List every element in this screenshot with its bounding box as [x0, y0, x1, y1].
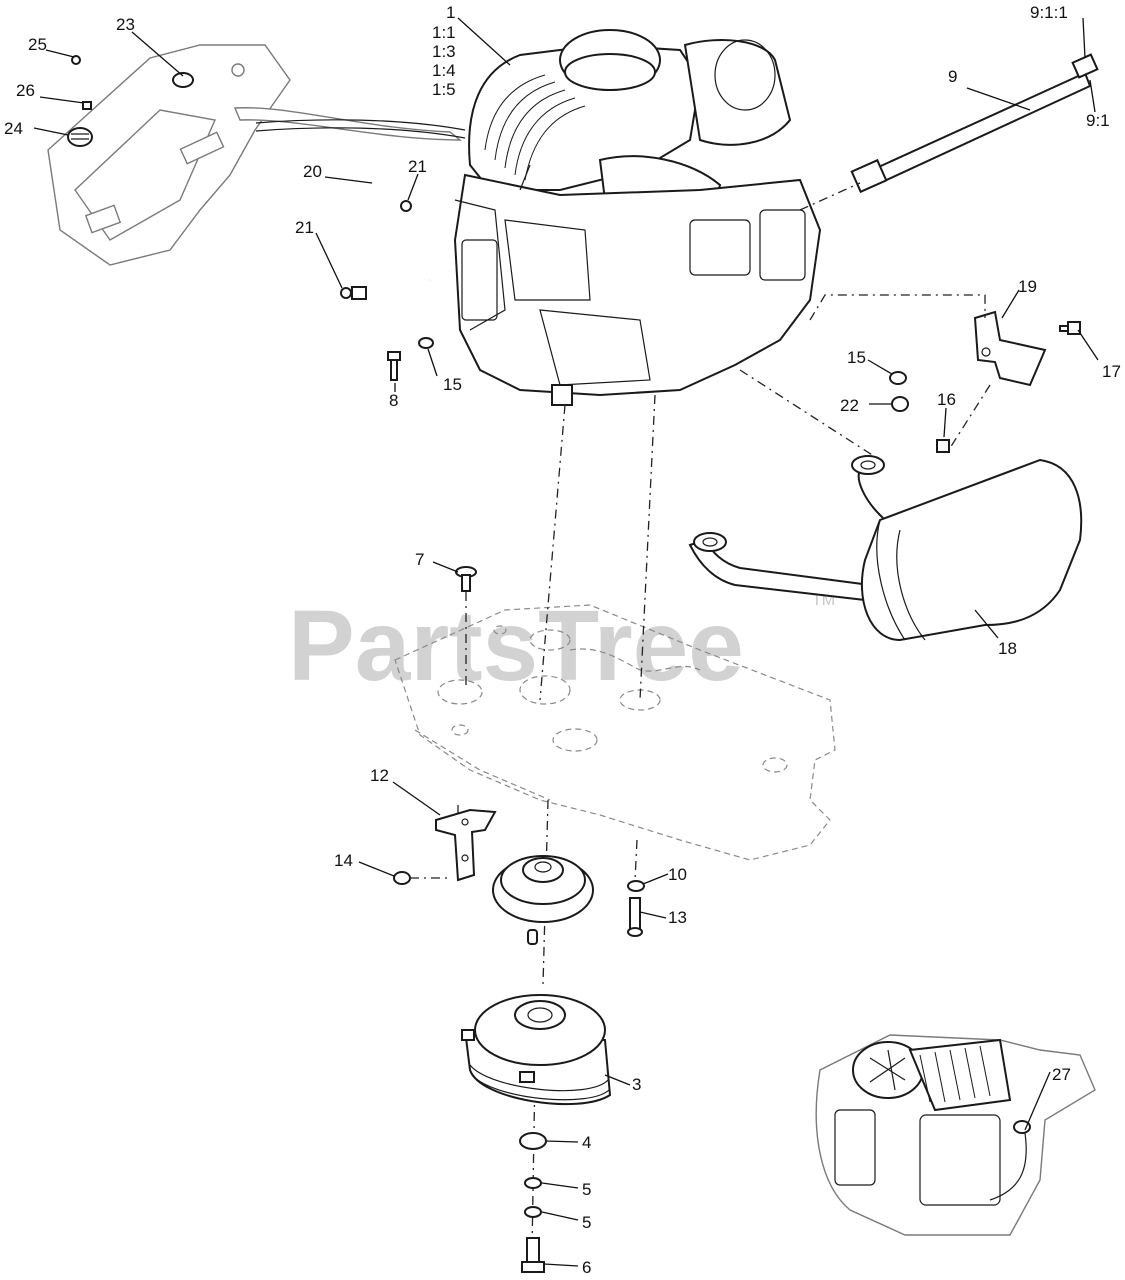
label-14: 14 — [334, 851, 353, 870]
label-15-left: 15 — [443, 375, 462, 394]
part-14-flange-nut — [393, 871, 411, 885]
engine-deck-plate — [394, 604, 836, 861]
part-23-plug — [172, 72, 194, 88]
label-16: 16 — [937, 390, 956, 409]
label-5-upper: 5 — [582, 1180, 591, 1199]
part-17-bolt — [1059, 321, 1081, 335]
label-1-3: 1:3 — [432, 42, 456, 61]
label-22: 22 — [840, 396, 859, 415]
label-21-upper: 21 — [408, 157, 427, 176]
label-26: 26 — [16, 81, 35, 100]
label-1: 1 — [446, 3, 455, 22]
part-16-nut — [936, 439, 950, 453]
label-17: 17 — [1102, 362, 1121, 381]
part-15-washer-right — [889, 371, 907, 385]
label-9-1: 9:1 — [1086, 111, 1110, 130]
leader-lines — [33, 17, 1099, 1267]
label-7: 7 — [415, 550, 424, 569]
label-10: 10 — [668, 865, 687, 884]
throttle-cable-outer — [255, 127, 466, 139]
part-labels: 1 1:1 1:3 1:4 1:5 23 25 26 24 20 21 21 8… — [4, 3, 1121, 1277]
part-24-knob — [67, 127, 93, 147]
label-15-right: 15 — [847, 348, 866, 367]
label-1-5: 1:5 — [432, 80, 456, 99]
part-4-washer — [519, 1132, 547, 1150]
label-19: 19 — [1018, 277, 1037, 296]
part-18-muffler — [688, 455, 1083, 642]
pulley — [492, 855, 594, 923]
part-10-washer — [627, 880, 645, 892]
part-15-washer-left — [418, 337, 434, 349]
label-18: 18 — [998, 639, 1017, 658]
label-27: 27 — [1052, 1065, 1071, 1084]
part-6-bolt — [521, 1237, 545, 1273]
label-21-lower: 21 — [295, 218, 314, 237]
label-20: 20 — [303, 162, 322, 181]
part-22-bolt — [891, 396, 909, 412]
part-21-hose-clamp-upper — [400, 200, 412, 212]
label-24: 24 — [4, 119, 23, 138]
label-3: 3 — [632, 1075, 641, 1094]
part-25-screw — [71, 55, 81, 65]
label-1-4: 1:4 — [432, 61, 456, 80]
part-12-bracket — [435, 808, 497, 882]
part-19-muffler-bracket — [973, 310, 1047, 387]
part-21-hose-clamp-lower — [340, 286, 367, 300]
part-20-fuel-hose — [371, 181, 431, 288]
label-9-1-1: 9:1:1 — [1030, 3, 1068, 22]
part-26-nut — [82, 101, 92, 110]
label-5-lower: 5 — [582, 1213, 591, 1232]
label-12: 12 — [370, 766, 389, 785]
label-4: 4 — [582, 1133, 591, 1152]
watermark-text: PartsTree — [288, 590, 744, 702]
part-5-lock-washer-upper — [524, 1177, 542, 1189]
label-25: 25 — [28, 35, 47, 54]
part-13-bolt — [627, 897, 643, 937]
label-6: 6 — [582, 1258, 591, 1277]
throttle-cable — [255, 119, 466, 131]
label-9: 9 — [948, 67, 957, 86]
part-9-oil-drain-pipe — [850, 53, 1099, 194]
label-13: 13 — [668, 908, 687, 927]
part-3-electric-clutch — [461, 994, 612, 1106]
inset-engine-view — [815, 1034, 1096, 1236]
label-1-1: 1:1 — [432, 23, 456, 42]
part-7-carriage-bolt — [455, 566, 477, 592]
label-23: 23 — [116, 15, 135, 34]
engine-assembly — [453, 29, 822, 406]
label-8: 8 — [389, 391, 398, 410]
part-8-bolt — [387, 351, 401, 381]
control-panel-ghost — [47, 44, 462, 266]
pulley-key — [527, 929, 538, 945]
part-5-lock-washer-lower — [524, 1206, 542, 1218]
